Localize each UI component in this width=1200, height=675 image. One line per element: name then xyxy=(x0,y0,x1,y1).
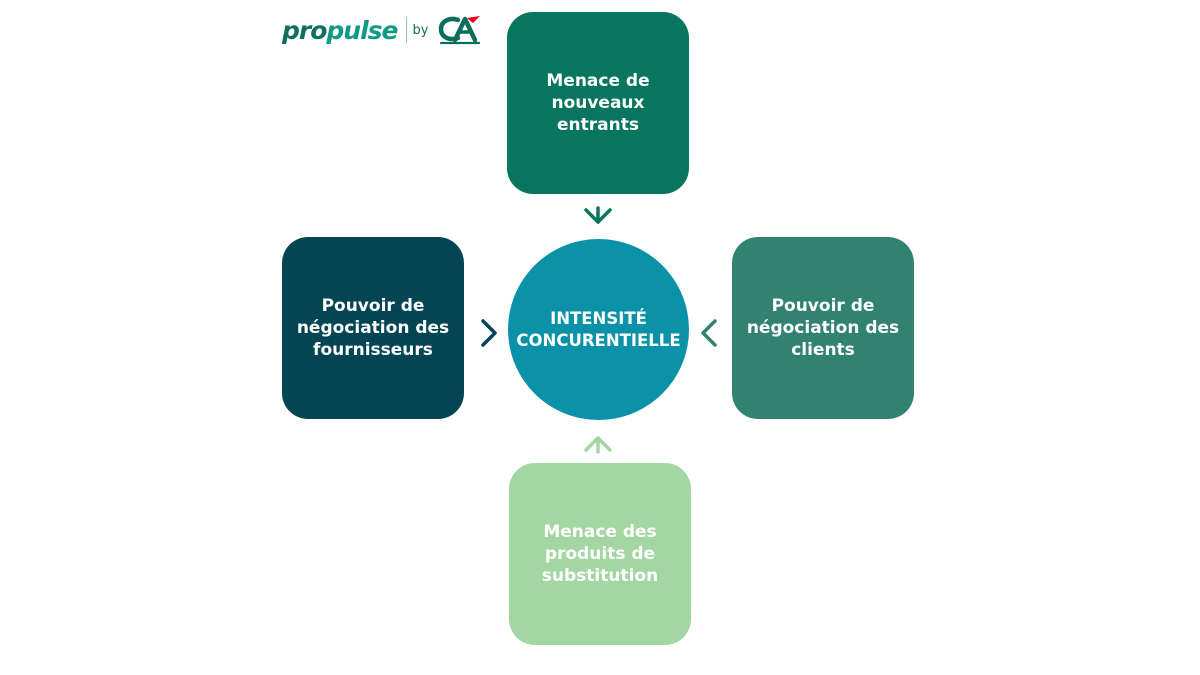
logo-wordmark: propulse xyxy=(282,15,399,45)
logo-divider xyxy=(405,17,407,43)
propulse-logo: propulse by xyxy=(282,12,482,48)
force-box-clients: Pouvoir de négociation des clients xyxy=(732,237,914,419)
force-box-substitutes: Menace des produits de substitution xyxy=(509,463,691,645)
chevron-up-icon xyxy=(584,436,612,454)
logo-pro-text: pro xyxy=(282,15,327,45)
force-box-suppliers: Pouvoir de négociation des fournisseurs xyxy=(282,237,464,419)
force-label-clients: Pouvoir de négociation des clients xyxy=(746,296,900,360)
chevron-right-icon xyxy=(481,319,497,347)
force-label-new-entrants: Menace de nouveaux entrants xyxy=(546,71,650,135)
logo-by-text: by xyxy=(412,22,429,38)
force-box-new-entrants: Menace de nouveaux entrants xyxy=(507,12,689,194)
chevron-left-icon xyxy=(701,319,717,347)
logo-pulse-text: pulse xyxy=(326,15,398,45)
chevron-down-icon xyxy=(584,206,612,224)
center-circle-competitive-intensity: INTENSITÉ CONCURENTIELLE xyxy=(508,239,689,420)
force-label-substitutes: Menace des produits de substitution xyxy=(541,522,659,586)
center-label: INTENSITÉ CONCURENTIELLE xyxy=(516,308,681,350)
force-label-suppliers: Pouvoir de négociation des fournisseurs xyxy=(296,296,450,360)
credit-agricole-logo-icon xyxy=(439,16,481,45)
